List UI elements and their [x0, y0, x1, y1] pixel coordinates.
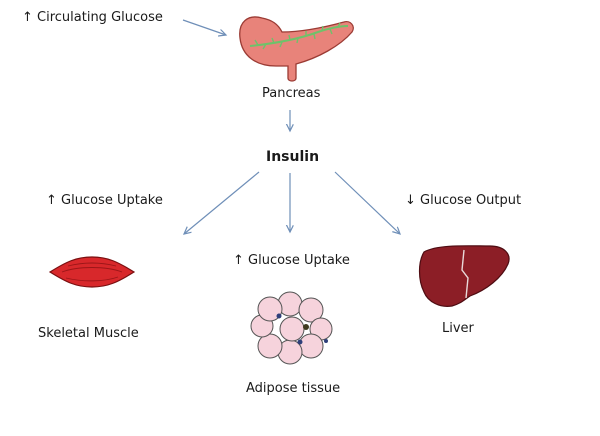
circulating-glucose-label: ↑ Circulating Glucose: [22, 10, 163, 25]
adipose-glucose-uptake-label: ↑ Glucose Uptake: [233, 253, 350, 268]
adipose-tissue-icon: [250, 291, 333, 365]
skeletal-muscle-icon: [48, 256, 136, 288]
liver-glucose-output-label: ↓ Glucose Output: [405, 193, 522, 208]
skeletal-muscle-label: Skeletal Muscle: [38, 326, 139, 341]
liver-icon: [418, 245, 510, 307]
adipose-tissue-label: Adipose tissue: [246, 381, 341, 396]
arrow-insulin-to-liver: [334, 171, 400, 234]
arrow-insulin-to-muscle: [184, 171, 260, 234]
pancreas-icon: [239, 16, 354, 82]
arrow-glucose-to-pancreas: [182, 19, 226, 35]
pancreas-label: Pancreas: [262, 86, 321, 101]
liver-label: Liver: [442, 321, 474, 336]
insulin-label: Insulin: [266, 149, 320, 165]
muscle-glucose-uptake-label: ↑ Glucose Uptake: [46, 193, 163, 208]
